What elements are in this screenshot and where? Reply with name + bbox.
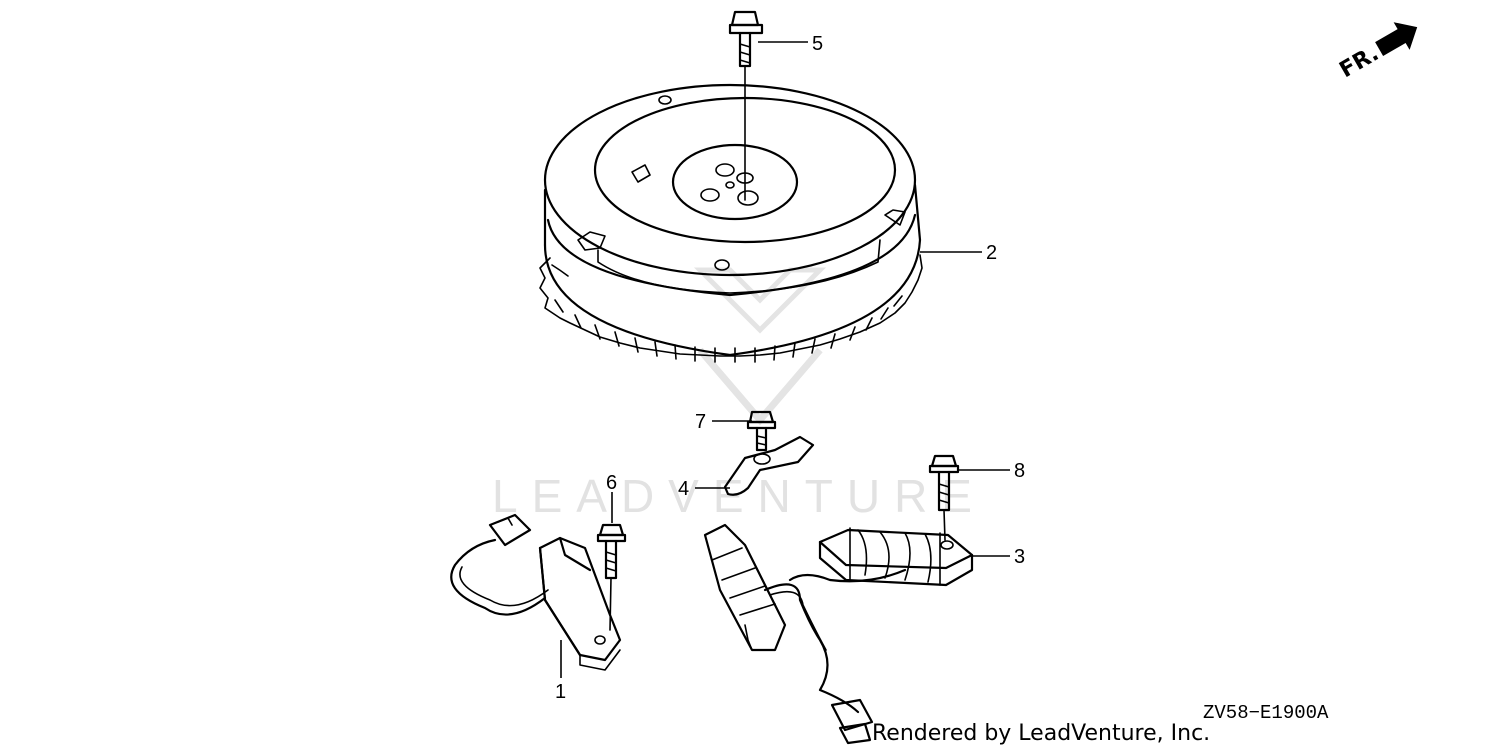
callout-3: 3 <box>972 546 1025 568</box>
diagram-code: ZV58−E1900A <box>1203 702 1329 724</box>
callout-5: 5 <box>758 33 823 55</box>
callout-label: 4 <box>678 478 689 500</box>
callout-label: 8 <box>1014 460 1025 482</box>
flywheel[interactable] <box>539 83 923 363</box>
callout-2: 2 <box>920 242 997 264</box>
ignition-coil-1[interactable] <box>450 513 622 671</box>
arrow-right-icon <box>1375 22 1418 56</box>
callout-label: 2 <box>986 242 997 264</box>
callout-label: 5 <box>812 33 823 55</box>
callout-label: 7 <box>695 411 706 433</box>
front-direction-label: FR. <box>1336 41 1384 83</box>
render-credit: Rendered by LeadVenture, Inc. <box>872 721 1210 746</box>
bracket-4[interactable] <box>723 435 815 496</box>
bolt-5[interactable] <box>728 10 764 201</box>
charge-coil[interactable] <box>703 523 907 745</box>
gear-teeth <box>554 295 903 363</box>
callout-7: 7 <box>695 411 752 433</box>
watermark: LEADVENTURE <box>492 267 986 522</box>
bolt-7[interactable] <box>746 410 777 452</box>
callout-1: 1 <box>555 640 566 703</box>
bolt-8[interactable] <box>928 454 960 541</box>
callout-label: 6 <box>606 472 617 494</box>
watermark-text: LEADVENTURE <box>492 470 986 522</box>
callout-8: 8 <box>958 460 1025 482</box>
callout-6: 6 <box>606 472 617 523</box>
callout-label: 3 <box>1014 546 1025 568</box>
front-direction-indicator: FR. <box>1336 22 1418 83</box>
coil-3[interactable] <box>818 527 974 587</box>
bolt-6[interactable] <box>596 523 627 631</box>
callout-label: 1 <box>555 681 566 703</box>
callout-4: 4 <box>678 478 730 500</box>
